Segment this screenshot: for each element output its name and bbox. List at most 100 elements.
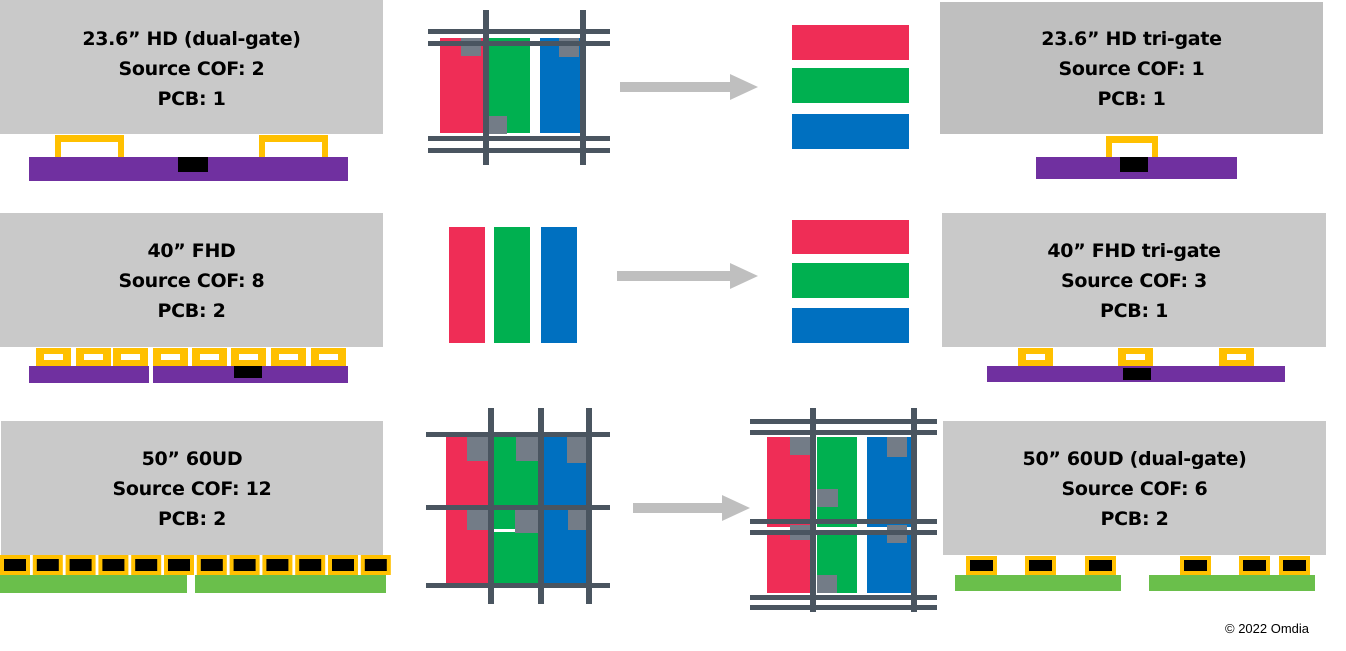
green-subpixel: [817, 437, 857, 527]
panel-label-fhd: 40” FHD Source COF: 8 PCB: 2: [0, 236, 383, 326]
tft-switch: [467, 436, 488, 461]
green-subpixel: [792, 68, 909, 103]
blue-subpixel: [541, 227, 577, 343]
cof-window: [265, 142, 322, 157]
pcb-board: [0, 575, 187, 593]
driver-ic: [266, 559, 289, 571]
tft-switch: [567, 436, 586, 463]
panel-title: 40” FHD tri-gate: [1047, 240, 1221, 262]
panel-cof-count: Source COF: 6: [1061, 478, 1208, 500]
tft-switch: [559, 38, 579, 57]
driver-ic: [1089, 560, 1112, 571]
driver-ic: [1283, 560, 1306, 571]
driver-ic: [364, 559, 387, 571]
tft-switch: [515, 510, 538, 533]
panel-cof-count: Source COF: 3: [1061, 270, 1207, 292]
driver-ic: [1184, 560, 1207, 571]
driver-ic: [168, 559, 190, 571]
cof-window: [1126, 354, 1145, 360]
panel-label-hd-tri-gate: 23.6” HD tri-gate Source COF: 1 PCB: 1: [940, 24, 1323, 114]
data-line: [911, 408, 917, 612]
tft-switch: [487, 116, 507, 134]
data-line: [483, 10, 489, 165]
panel-title: 50” 60UD: [141, 448, 243, 470]
panel-60ud: [1, 421, 383, 555]
gate-line: [750, 419, 937, 424]
timing-controller: [234, 366, 262, 378]
panel-cof-count: Source COF: 2: [118, 58, 265, 80]
gate-line: [428, 29, 610, 34]
driver-ic: [36, 559, 59, 571]
cof-window: [200, 354, 219, 360]
panel-pcb-count: PCB: 2: [158, 508, 226, 530]
gate-line: [428, 148, 610, 153]
pcb-board: [1149, 575, 1315, 591]
gate-line: [750, 595, 937, 600]
cof-window: [1026, 354, 1045, 360]
panel-cof-count: Source COF: 1: [1058, 58, 1205, 80]
copyright: © 2022 Omdia: [1225, 621, 1310, 636]
panel-fhd: [0, 213, 383, 347]
cof-window: [279, 354, 298, 360]
cof-window: [239, 354, 258, 360]
arrow-right: [620, 74, 758, 100]
driver-ic: [1029, 560, 1052, 571]
panel-hd-tri-gate: [940, 2, 1323, 134]
driver-ic: [69, 559, 92, 571]
gate-line: [750, 530, 937, 535]
timing-controller: [178, 157, 208, 172]
red-subpixel: [792, 25, 909, 60]
cof-window: [84, 354, 103, 360]
tft-switch: [467, 508, 488, 530]
blue-subpixel: [792, 308, 909, 343]
green-subpixel: [494, 227, 530, 343]
tft-switch: [516, 436, 538, 461]
data-line: [810, 408, 816, 612]
panel-title: 23.6” HD (dual-gate): [82, 28, 301, 50]
panel-label-60ud: 50” 60UD Source COF: 12 PCB: 2: [1, 444, 383, 534]
driver-ic: [299, 559, 322, 571]
cof-window: [319, 354, 338, 360]
cof-window: [1112, 143, 1152, 157]
panel-pcb-count: PCB: 1: [157, 88, 226, 110]
blue-subpixel: [792, 114, 909, 149]
panel-60ud-dual-gate: [943, 421, 1326, 555]
cof-window: [161, 354, 180, 360]
red-subpixel: [792, 220, 909, 254]
gate-line: [750, 605, 937, 610]
driver-ic: [332, 559, 354, 571]
arrow-right: [633, 495, 750, 521]
driver-ic: [1243, 560, 1266, 571]
tft-switch: [790, 437, 812, 455]
data-line: [538, 408, 544, 604]
cof-window: [44, 354, 63, 360]
gate-line: [750, 519, 937, 524]
panel-title: 50” 60UD (dual-gate): [1022, 448, 1247, 470]
cof-window: [121, 354, 140, 360]
cof-window: [1227, 354, 1246, 360]
tft-switch: [887, 437, 907, 457]
red-subpixel: [767, 533, 812, 593]
panel-cof-count: Source COF: 8: [118, 270, 265, 292]
panel-pcb-count: PCB: 2: [157, 300, 226, 322]
red-subpixel: [449, 227, 485, 343]
panel-cof-count: Source COF: 12: [112, 478, 272, 500]
panel-title: 23.6” HD tri-gate: [1041, 28, 1222, 50]
panel-label-hd-dual-gate: 23.6” HD (dual-gate) Source COF: 2 PCB: …: [0, 24, 383, 114]
driver-ic: [233, 559, 256, 571]
driver-ic: [102, 559, 125, 571]
panel-label-60ud-dual-gate: 50” 60UD (dual-gate) Source COF: 6 PCB: …: [943, 444, 1326, 534]
cof-window: [61, 142, 118, 157]
tft-switch: [817, 575, 837, 593]
panel-pcb-count: PCB: 1: [1100, 300, 1168, 322]
gate-line: [750, 430, 937, 435]
data-line: [580, 10, 586, 165]
arrow-right: [617, 263, 758, 289]
pcb-board: [29, 366, 149, 383]
tft-switch: [568, 510, 586, 530]
panel-pcb-count: PCB: 1: [1097, 88, 1166, 110]
panel-pcb-count: PCB: 2: [1100, 508, 1169, 530]
driver-ic: [135, 559, 158, 571]
